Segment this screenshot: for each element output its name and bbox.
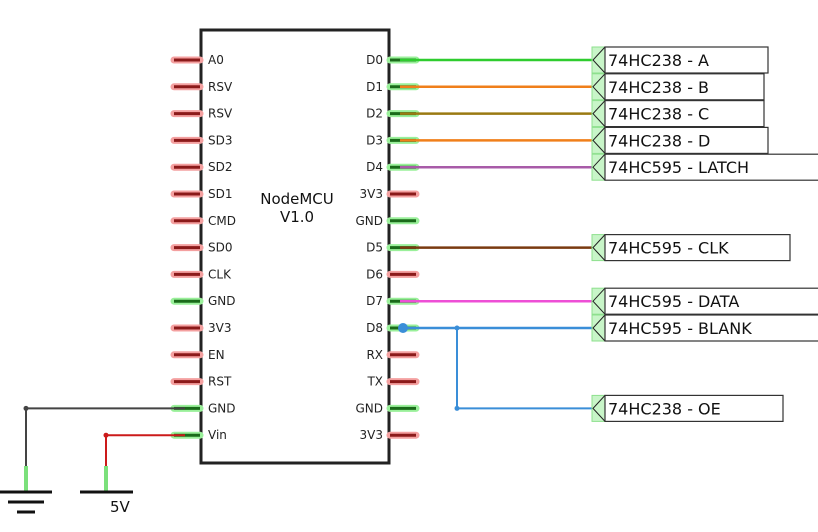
pin-label: D8	[366, 321, 383, 335]
pin-label: D3	[366, 133, 383, 147]
net-label[interactable]: 74HC238 - D	[591, 126, 769, 155]
pin-label: CMD	[208, 214, 236, 228]
pin-label: D6	[366, 267, 383, 281]
pin-label: GND	[355, 214, 383, 228]
net-label[interactable]: 74HC595 - LATCH	[591, 153, 818, 181]
pin-label: 3V3	[208, 321, 231, 335]
net-label-text: 74HC238 - OE	[608, 399, 721, 418]
wires-layer	[398, 58, 593, 411]
pin-label: GND	[355, 401, 383, 415]
pin-label: D7	[366, 294, 383, 308]
net-label-text: 74HC595 - LATCH	[608, 158, 749, 177]
pin-label: SD0	[208, 241, 233, 255]
pin-label: RSV	[208, 80, 233, 94]
pin-label: D4	[366, 160, 383, 174]
net-label-text: 74HC238 - B	[608, 78, 709, 97]
net-label[interactable]: 74HC595 - DATA	[591, 287, 818, 315]
pin-label: D2	[366, 107, 383, 121]
supply-5v-label: 5V	[110, 498, 131, 516]
net-label[interactable]: 74HC238 - A	[591, 46, 769, 74]
net-label[interactable]: 74HC238 - C	[591, 99, 765, 128]
pin-label: D1	[366, 80, 383, 94]
component-version: V1.0	[280, 208, 314, 226]
net-label-text: 74HC238 - D	[608, 131, 710, 150]
pin-label: A0	[208, 53, 224, 67]
net-label-text: 74HC238 - A	[608, 51, 709, 70]
pin-label: TX	[366, 375, 383, 389]
pin-label: CLK	[208, 267, 232, 281]
net-label-text: 74HC595 - DATA	[608, 292, 739, 311]
nodemcu-body[interactable]	[199, 28, 391, 465]
ground-icon	[0, 490, 52, 514]
pin-label: GND	[208, 401, 236, 415]
power-layer: 5V	[0, 405, 186, 516]
wire-d8[interactable]	[454, 325, 593, 411]
pin-label: SD2	[208, 160, 233, 174]
wire-d8[interactable]	[398, 323, 592, 333]
vin-wire[interactable]	[103, 432, 186, 492]
net-label[interactable]: 74HC595 - CLK	[591, 234, 791, 262]
pin-label: RX	[366, 348, 383, 362]
net-label-text: 74HC595 - CLK	[608, 239, 729, 258]
pin-label: D5	[366, 241, 383, 255]
pin-label: EN	[208, 348, 225, 362]
pin-label: D0	[366, 53, 383, 67]
pin-label: RSV	[208, 107, 233, 121]
pin-label: SD3	[208, 133, 233, 147]
gnd-wire[interactable]	[23, 405, 186, 492]
pin-label: 3V3	[360, 187, 383, 201]
pin-label: RST	[208, 375, 232, 389]
pin-label: 3V3	[360, 428, 383, 442]
net-label[interactable]: 74HC238 - B	[591, 73, 765, 101]
net-label[interactable]: 74HC238 - OE	[591, 394, 784, 422]
net-label-text: 74HC595 - BLANK	[608, 319, 752, 338]
pin-label: SD1	[208, 187, 233, 201]
component-title: NodeMCU	[260, 190, 334, 208]
pin-label: GND	[208, 294, 236, 308]
net-label-text: 74HC238 - C	[608, 105, 709, 124]
net-label[interactable]: 74HC595 - BLANK	[591, 314, 818, 342]
junction-dot	[398, 323, 408, 333]
net-labels-layer: 74HC238 - A 74HC238 - B 74HC238 - C 74HC238…	[591, 46, 818, 422]
pin-label: Vin	[208, 428, 227, 442]
